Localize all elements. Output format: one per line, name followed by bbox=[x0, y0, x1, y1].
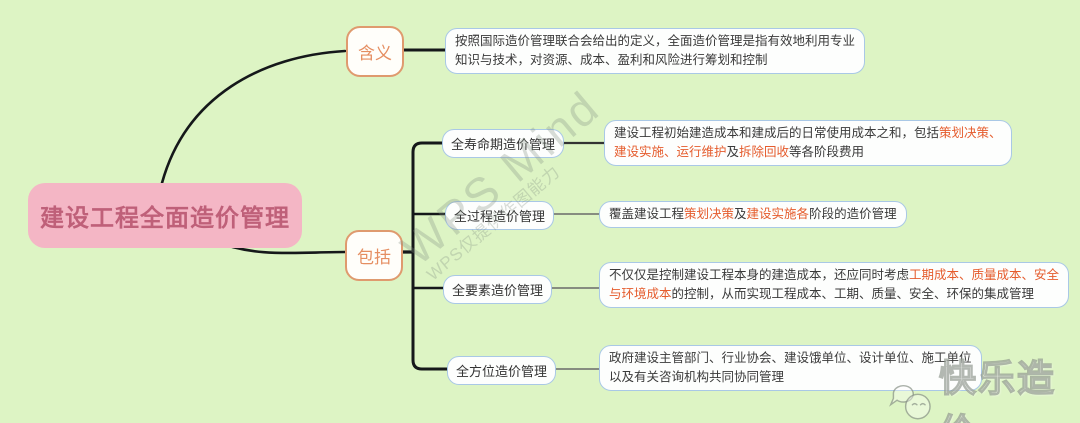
highlighted-text-segment: 策划决策 bbox=[684, 207, 735, 221]
highlighted-text-segment: 建设实施、运行维护 bbox=[614, 145, 727, 159]
text-line: 知识与技术，对资源、成本、盈利和风险进行筹划和控制 bbox=[455, 51, 855, 70]
topic-lifecycle-cost[interactable]: 全寿命期造价管理 bbox=[442, 129, 565, 158]
link-trunk-to-allround bbox=[411, 250, 449, 371]
text-segment: 及 bbox=[734, 207, 747, 221]
text-line: 与环境成本的控制，从而实现工程成本、工期、质量、安全、环保的集成管理 bbox=[609, 285, 1059, 304]
text-segment: 知识与技术，对资源、成本、盈利和风险进行筹划和控制 bbox=[455, 53, 768, 67]
text-segment: 及 bbox=[726, 145, 740, 159]
highlighted-text-segment: 与环境成本 bbox=[609, 287, 672, 301]
text-line: 政府建设主管部门、行业协会、建设饿单位、设计单位、施工单位 bbox=[609, 349, 972, 368]
topic-whole-process-cost[interactable]: 全过程造价管理 bbox=[445, 201, 555, 230]
highlighted-text-segment: 拆除回收 bbox=[739, 145, 790, 159]
text-segment: 的控制，从而实现工程成本、工期、质量、安全、环保的集成管理 bbox=[671, 287, 1035, 301]
meaning-definition-box[interactable]: 按照国际造价管理联合会给出的定义，全面造价管理是指有效地利用专业知识与技术，对资… bbox=[445, 28, 866, 74]
desc-whole-process-cost[interactable]: 覆盖建设工程策划决策及建设实施各阶段的造价管理 bbox=[599, 201, 907, 228]
text-segment: 等各阶段费用 bbox=[789, 145, 865, 159]
text-line: 建设工程初始建造成本和建成后的日常使用成本之和，包括策划决策、 bbox=[614, 124, 1002, 143]
text-line: 按照国际造价管理联合会给出的定义，全面造价管理是指有效地利用专业 bbox=[455, 32, 855, 51]
link-trunk-to-lifecycle bbox=[411, 141, 444, 254]
text-line: 以及有关咨询机构共同协同管理 bbox=[609, 368, 972, 387]
desc-all-factor-cost[interactable]: 不仅仅是控制建设工程本身的建造成本，还应同时考虑工期成本、质量成本、安全与环境成… bbox=[599, 262, 1070, 308]
text-line: 建设实施、运行维护及拆除回收等各阶段费用 bbox=[614, 143, 1002, 162]
text-segment: 建设工程初始建造成本和建成后的日常使用成本之和，包括 bbox=[614, 126, 940, 140]
branch-node-includes[interactable]: 包括 bbox=[345, 230, 403, 281]
text-line: 不仅仅是控制建设工程本身的建造成本，还应同时考虑工期成本、质量成本、安全 bbox=[609, 266, 1059, 285]
desc-lifecycle-cost[interactable]: 建设工程初始建造成本和建成后的日常使用成本之和，包括策划决策、建设实施、运行维护… bbox=[604, 120, 1012, 166]
root-topic[interactable]: 建设工程全面造价管理 bbox=[28, 183, 302, 248]
text-segment: 阶段的造价管理 bbox=[809, 207, 897, 221]
text-segment: 政府建设主管部门、行业协会、建设饿单位、设计单位、施工单位 bbox=[609, 351, 972, 365]
text-segment: 以及有关咨询机构共同协同管理 bbox=[609, 370, 785, 384]
text-segment: 按照国际造价管理联合会给出的定义，全面造价管理是指有效地利用专业 bbox=[455, 34, 856, 48]
link-root-to-meaning bbox=[160, 49, 347, 185]
topic-all-factor-cost[interactable]: 全要素造价管理 bbox=[443, 275, 553, 304]
text-segment: 不仅仅是控制建设工程本身的建造成本，还应同时考虑 bbox=[609, 268, 910, 282]
text-line: 覆盖建设工程策划决策及建设实施各阶段的造价管理 bbox=[609, 205, 897, 224]
highlighted-text-segment: 建设实施各 bbox=[746, 207, 810, 221]
desc-all-round-cost[interactable]: 政府建设主管部门、行业协会、建设饿单位、设计单位、施工单位以及有关咨询机构共同协… bbox=[599, 345, 982, 391]
text-segment: 覆盖建设工程 bbox=[609, 207, 685, 221]
highlighted-text-segment: 工期成本、质量成本、安全 bbox=[909, 268, 1060, 282]
highlighted-text-segment: 策划决策、 bbox=[939, 126, 1002, 140]
branch-node-meaning[interactable]: 含义 bbox=[346, 26, 404, 77]
topic-all-round-cost[interactable]: 全方位造价管理 bbox=[447, 356, 557, 385]
